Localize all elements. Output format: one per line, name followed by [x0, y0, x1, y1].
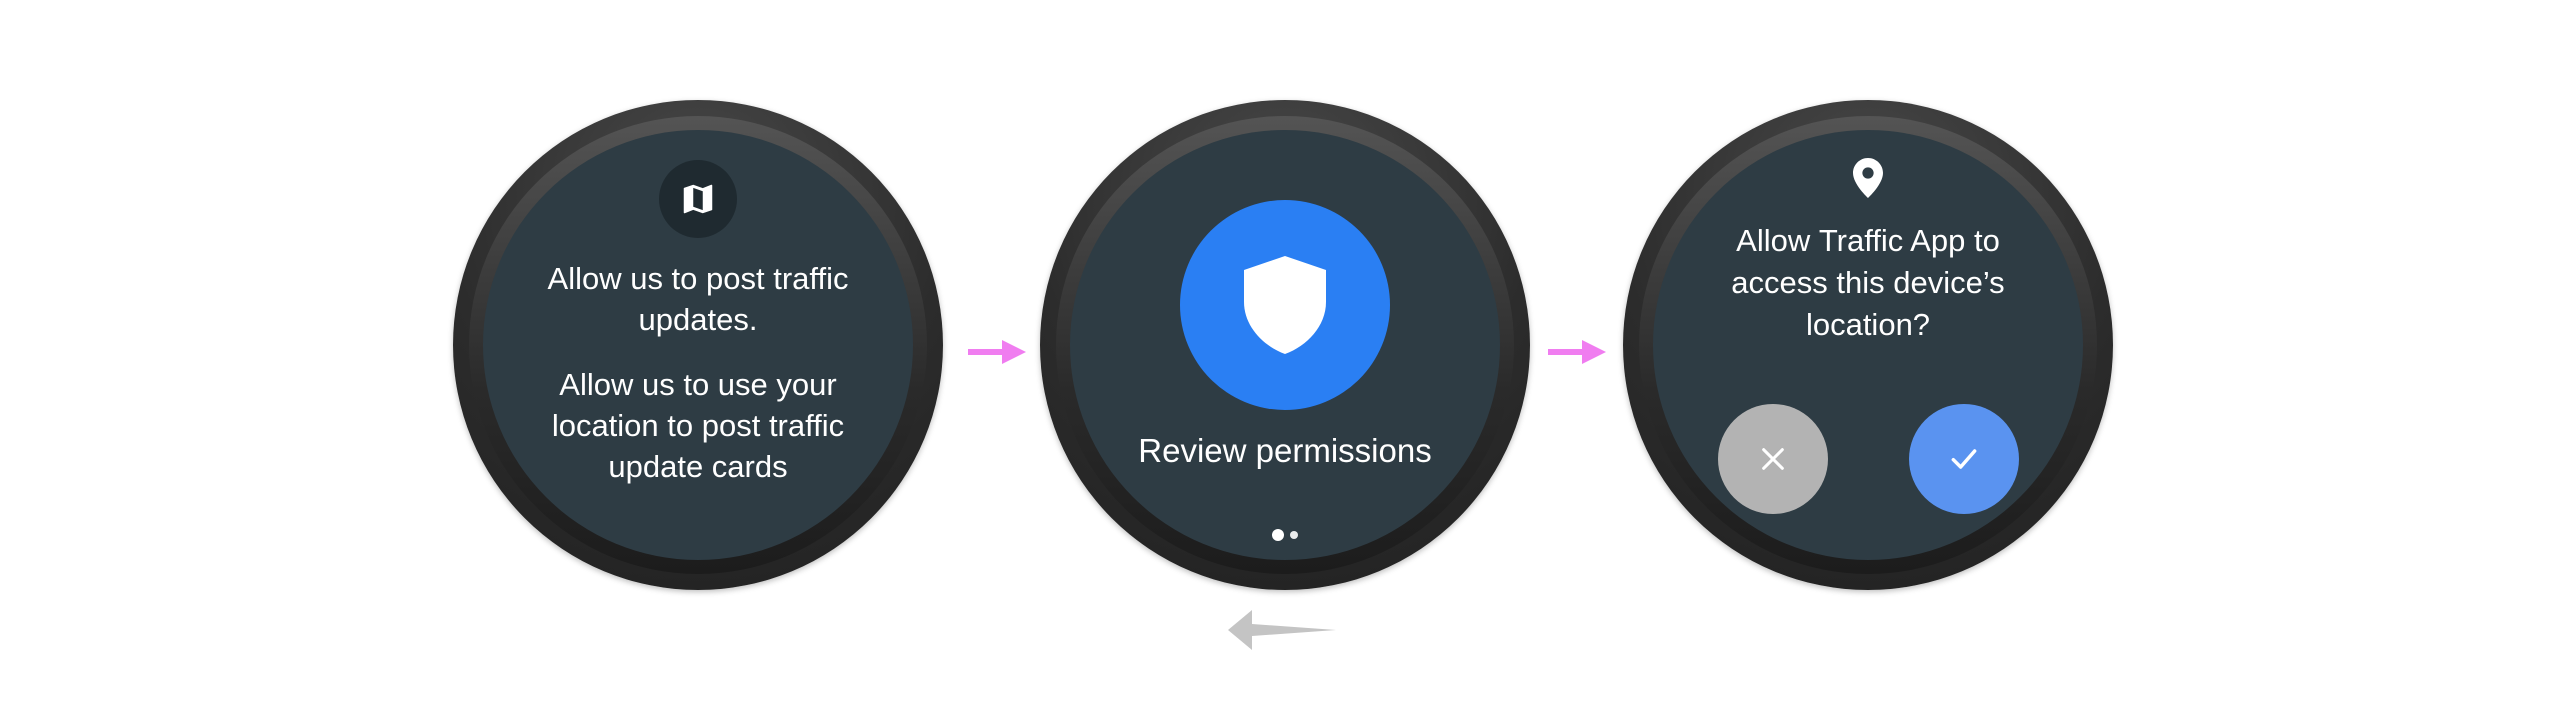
back-arrow	[1228, 610, 1336, 650]
map-icon	[683, 184, 713, 214]
intro-body: Allow us to use your location to post tr…	[551, 367, 845, 484]
page-dot	[1290, 531, 1298, 539]
deny-button[interactable]	[1718, 404, 1828, 514]
page-dot-active	[1272, 529, 1284, 541]
shield-icon	[1244, 256, 1326, 354]
intro-screen[interactable]: Allow us to post traffic updates. Allow …	[483, 130, 913, 560]
permission-prefix: Allow	[1736, 223, 1819, 258]
page-indicator	[1070, 529, 1500, 541]
permission-suffix: to access this device’s location?	[1731, 223, 2005, 342]
forward-arrow-2	[1548, 340, 1606, 364]
review-screen[interactable]: Review permissions	[1070, 130, 1500, 560]
location-pin-icon	[1853, 158, 1883, 198]
watch-intro: Allow us to post traffic updates. Allow …	[453, 100, 943, 590]
allow-button[interactable]	[1909, 404, 2019, 514]
review-permissions-label: Review permissions	[1138, 432, 1432, 469]
intro-title: Allow us to post traffic updates.	[547, 261, 849, 337]
close-icon	[1762, 448, 1784, 470]
permission-prompt: Allow Traffic App to access this device’…	[1708, 220, 2028, 346]
map-icon-badge	[659, 160, 737, 238]
watch-review: Review permissions	[1040, 100, 1530, 590]
check-icon	[1951, 449, 1977, 469]
watch-permission: Allow Traffic App to access this device’…	[1623, 100, 2113, 590]
review-permissions-button[interactable]	[1180, 200, 1390, 410]
forward-arrow-1	[968, 340, 1026, 364]
permission-screen[interactable]: Allow Traffic App to access this device’…	[1653, 130, 2083, 560]
app-name: Traffic App	[1818, 223, 1966, 258]
